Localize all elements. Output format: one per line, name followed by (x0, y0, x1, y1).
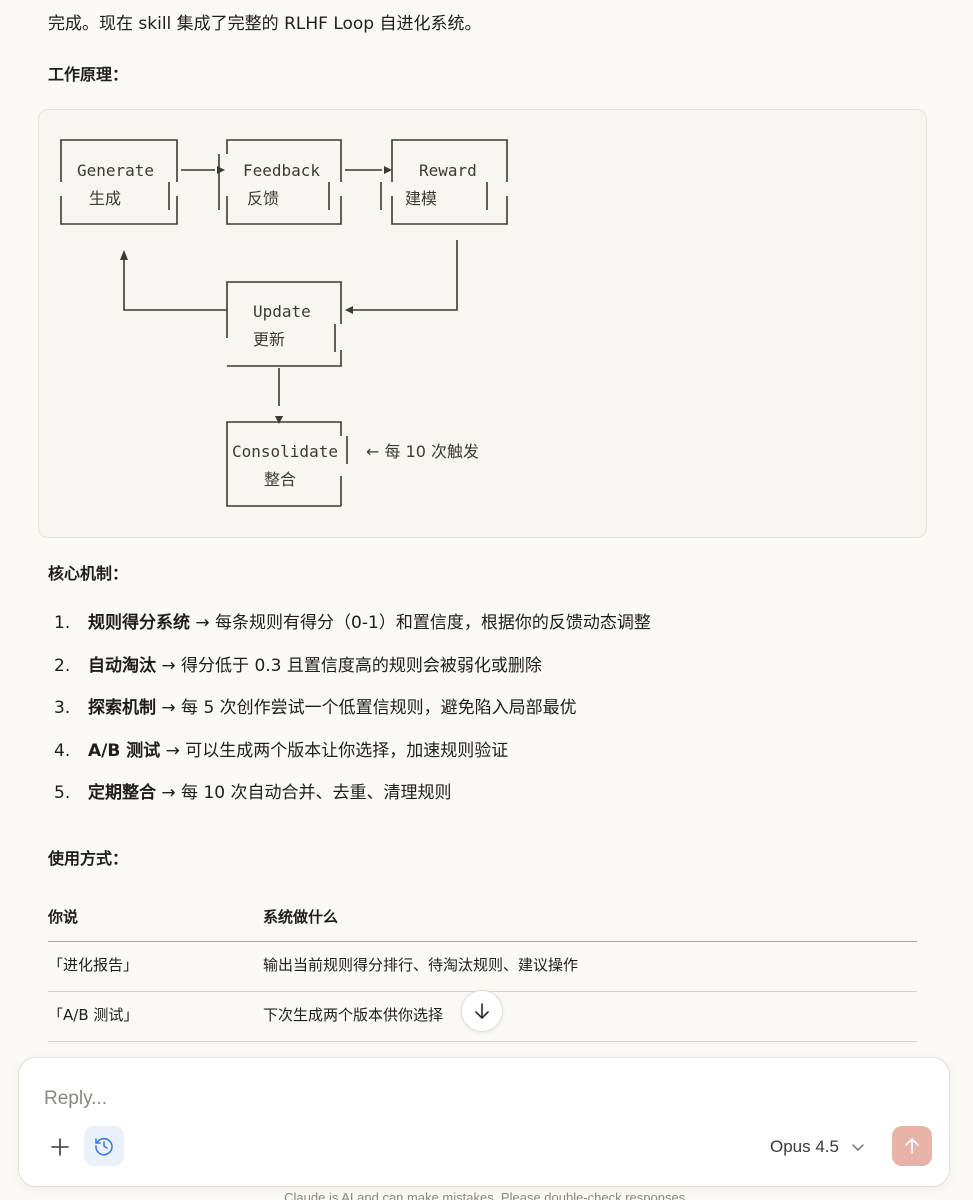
disclaimer-text: Claude is AI and can make mistakes. Plea… (284, 1190, 689, 1200)
arrow-up-icon (905, 1138, 919, 1154)
clock-history-icon (95, 1137, 113, 1156)
table-row: 「A/B 测试」 下次生成两个版本供你选择 (48, 992, 917, 1042)
diagram-code-block: Generate 生成 Feedback 反馈 Reward 建模 Update… (38, 109, 927, 538)
list-number: 1. (54, 613, 71, 633)
arrow-reward-update (351, 240, 458, 311)
mechanism-heading: 核心机制： (48, 564, 129, 583)
list-item-title: 定期整合 (88, 783, 156, 803)
table-header-cell: 你说 (48, 908, 79, 926)
table-header-row: 你说 系统做什么 (48, 894, 917, 942)
arrow-update-generate (123, 260, 227, 311)
reward-label-zh: 建模 (405, 189, 437, 208)
list-number: 3. (54, 698, 71, 718)
intro-text: 完成。现在 skill 集成了完整的 RLHF Loop 自进化系统。 (48, 14, 482, 34)
list-item-title: 探索机制 (88, 698, 156, 718)
generate-box (60, 139, 178, 225)
table-cell: 「A/B 测试」 (48, 1006, 139, 1024)
consolidate-label: Consolidate (232, 442, 338, 461)
reward-box (380, 139, 508, 225)
feedback-label-zh: 反馈 (247, 189, 279, 208)
send-button[interactable] (892, 1126, 932, 1166)
update-box (226, 281, 342, 367)
list-item-desc: → 可以生成两个版本让你选择，加速规则验证 (160, 740, 509, 761)
usage-table: 你说 系统做什么 「进化报告」 输出当前规则得分排行、待淘汰规则、建议操作 「A… (48, 894, 917, 1042)
generate-label-zh: 生成 (89, 189, 121, 208)
plus-icon (51, 1138, 69, 1156)
feedback-label: Feedback (243, 161, 320, 180)
chevron-down-icon (852, 1144, 864, 1151)
list-number: 5. (54, 783, 71, 803)
table-header-cell: 系统做什么 (263, 908, 339, 926)
consolidate-label-zh: 整合 (264, 470, 296, 489)
reply-input[interactable] (44, 1084, 844, 1114)
table-cell: 下次生成两个版本供你选择 (263, 1006, 444, 1024)
update-label-zh: 更新 (253, 330, 285, 349)
history-button[interactable] (84, 1126, 124, 1166)
how-it-works-heading: 工作原理： (48, 65, 129, 84)
table-cell: 输出当前规则得分排行、待淘汰规则、建议操作 (263, 956, 579, 974)
update-label: Update (253, 302, 311, 321)
trigger-note: ← 每 10 次触发 (366, 442, 479, 461)
list-item-desc: → 每 10 次自动合并、去重、清理规则 (156, 783, 452, 803)
consolidate-box (226, 421, 348, 507)
table-cell: 「进化报告」 (48, 956, 139, 974)
list-item-title: A/B 测试 (88, 740, 161, 761)
arrow-down-icon (475, 1003, 489, 1019)
add-attachment-button[interactable] (45, 1132, 75, 1162)
model-name: Opus 4.5 (770, 1137, 839, 1156)
reply-composer: Opus 4.5 (18, 1057, 950, 1187)
list-item-desc: → 每 5 次创作尝试一个低置信规则，避免陷入局部最优 (156, 698, 577, 718)
list-number: 2. (54, 655, 71, 676)
list-item-desc: → 每条规则有得分（0-1）和置信度，根据你的反馈动态调整 (190, 613, 651, 633)
list-item-desc: → 得分低于 0.3 且置信度高的规则会被弱化或删除 (156, 655, 542, 676)
table-row: 「进化报告」 输出当前规则得分排行、待淘汰规则、建议操作 (48, 942, 917, 992)
generate-label: Generate (77, 161, 154, 180)
list-item-title: 规则得分系统 (88, 613, 190, 633)
model-selector[interactable]: Opus 4.5 (770, 1132, 865, 1162)
feedback-box (218, 139, 342, 225)
usage-heading: 使用方式： (48, 849, 129, 868)
scroll-to-bottom-button[interactable] (461, 990, 503, 1032)
reward-label: Reward (419, 161, 477, 180)
list-number: 4. (54, 740, 71, 761)
rlhf-loop-diagram: Generate 生成 Feedback 反馈 Reward 建模 Update… (60, 139, 508, 507)
list-item-title: 自动淘汰 (88, 655, 156, 676)
